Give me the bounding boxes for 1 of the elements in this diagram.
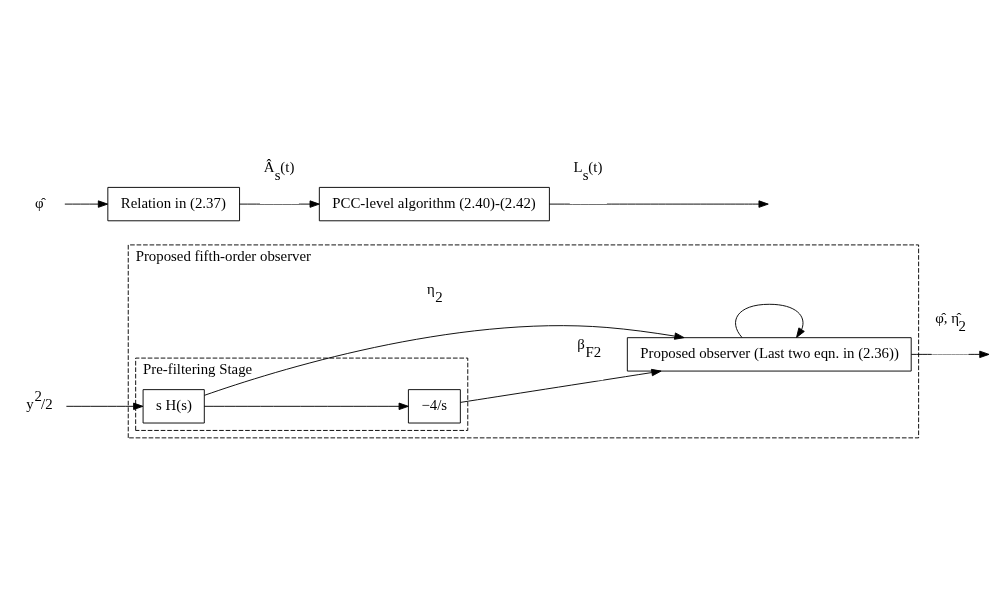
node-text: φ̂: [35, 194, 44, 211]
